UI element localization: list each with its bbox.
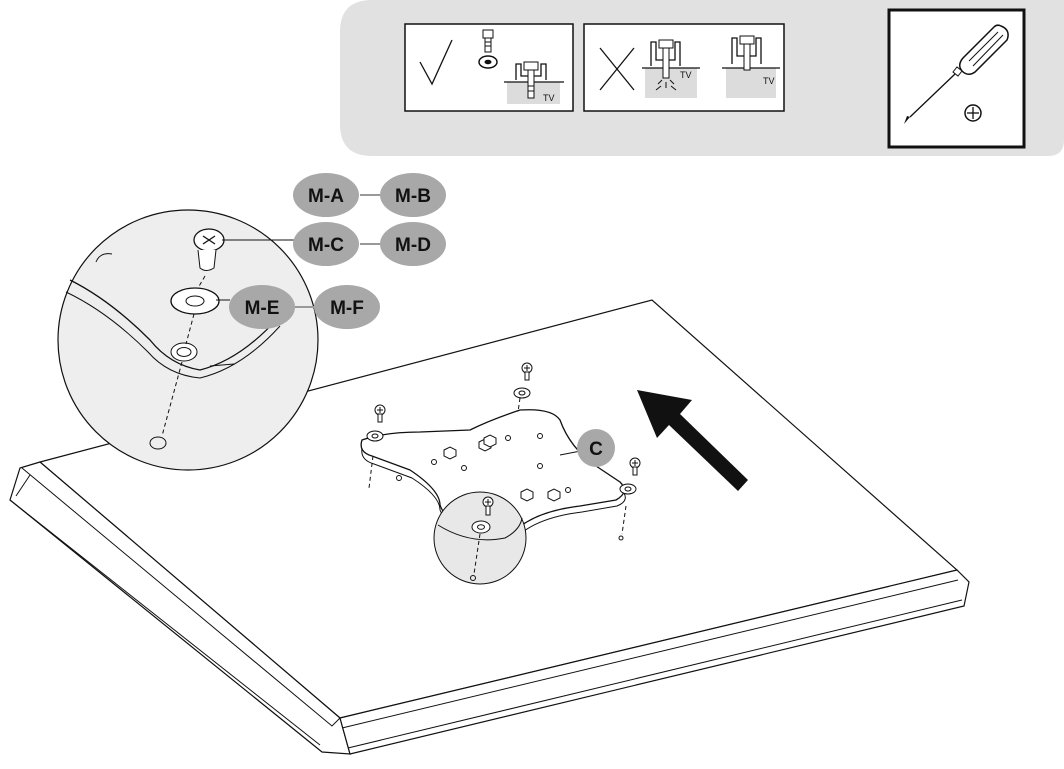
badge-c: C bbox=[577, 429, 615, 467]
tv-label: TV bbox=[543, 93, 555, 103]
badge-m-e: M-E bbox=[229, 285, 295, 329]
detail-magnifier-large bbox=[57, 209, 319, 471]
badge-m-c-label: M-C bbox=[308, 235, 344, 256]
badge-m-d: M-D bbox=[380, 222, 446, 266]
plate-nuts bbox=[443, 434, 561, 502]
badge-m-f-label: M-F bbox=[330, 298, 364, 319]
phillips-head-icon bbox=[964, 104, 982, 122]
badge-m-f: M-F bbox=[314, 285, 380, 329]
plate-screws bbox=[366, 362, 641, 541]
checkmark-icon bbox=[419, 39, 453, 86]
badge-m-b: M-B bbox=[380, 173, 446, 217]
badge-m-c: M-C bbox=[293, 222, 359, 266]
wrong-usage-box: TV TV bbox=[583, 23, 785, 112]
detail-spot-small bbox=[433, 491, 527, 585]
tv-label-wrong-2: TV bbox=[763, 76, 775, 86]
badge-m-b-label: M-B bbox=[395, 186, 431, 207]
screwdriver-icon bbox=[904, 24, 1009, 124]
badge-m-a: M-A bbox=[293, 173, 359, 217]
tv-label-wrong-1: TV bbox=[680, 70, 692, 80]
badge-m-e-label: M-E bbox=[245, 298, 280, 319]
screw-detail bbox=[193, 228, 225, 271]
instruction-panel: TV TV TV bbox=[340, 0, 1064, 156]
badge-c-label: C bbox=[589, 439, 603, 460]
cross-icon bbox=[599, 47, 635, 91]
screw-right bbox=[618, 457, 641, 541]
callout-badges: M-A M-B M-C M-D M-E M-F C bbox=[229, 173, 615, 467]
correct-usage-box: TV bbox=[404, 23, 574, 112]
screw-left bbox=[366, 404, 386, 489]
direction-arrow-icon bbox=[637, 390, 748, 491]
badge-m-d-label: M-D bbox=[395, 235, 431, 256]
badge-m-a-label: M-A bbox=[308, 186, 344, 207]
tool-box bbox=[887, 8, 1026, 149]
screw-washer-icon bbox=[478, 29, 498, 69]
screw-top bbox=[513, 362, 533, 413]
